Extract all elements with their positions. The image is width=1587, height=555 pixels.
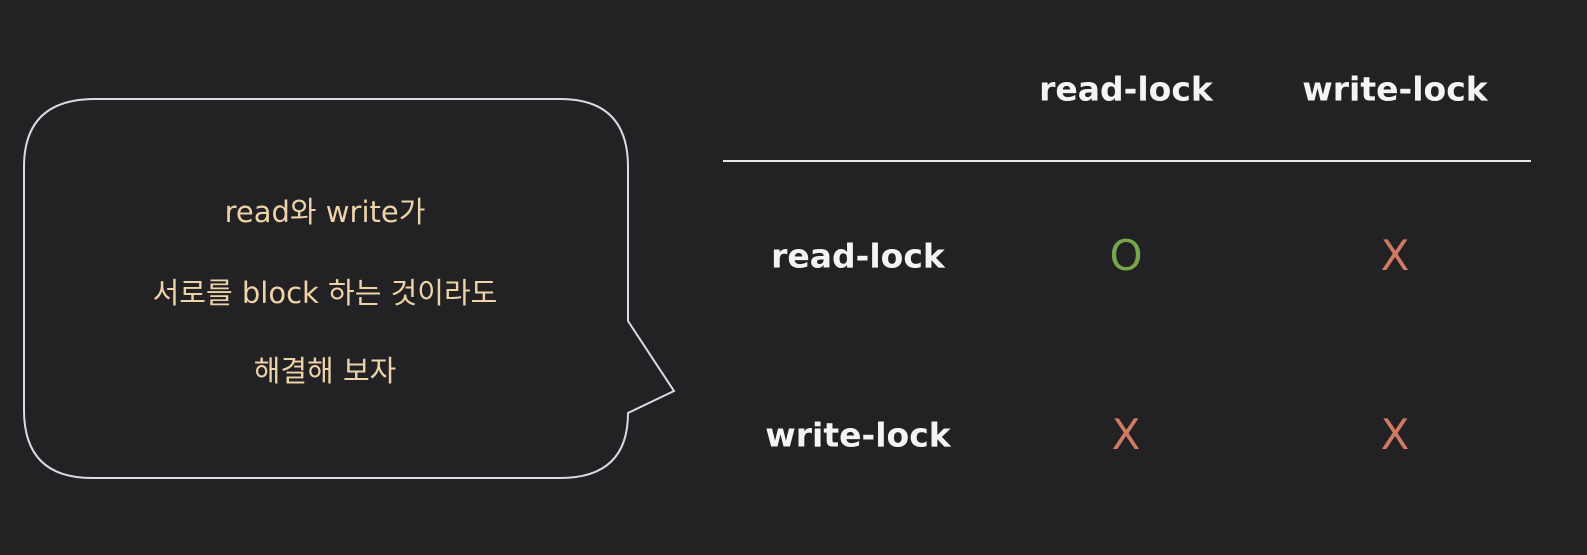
- speech-bubble-outline: [23, 98, 676, 479]
- row-header-write-lock: write-lock: [765, 415, 951, 455]
- matrix-cell-read-write-incompatible-mark: X: [1380, 231, 1410, 280]
- column-header-write-lock: write-lock: [1302, 69, 1488, 109]
- speech-bubble-line-1: read와 write가: [224, 195, 426, 229]
- matrix-cell-write-write-incompatible-mark: X: [1380, 410, 1410, 459]
- header-divider: [723, 160, 1531, 162]
- speech-bubble: read와 write가 서로를 block 하는 것이라도 해결해 보자: [0, 0, 700, 551]
- matrix-cell-write-read-incompatible-mark: X: [1111, 410, 1141, 459]
- speech-bubble-line-2: 서로를 block 하는 것이라도: [152, 276, 498, 310]
- matrix-cell-read-read-compatible-mark: O: [1109, 231, 1143, 280]
- row-header-read-lock: read-lock: [771, 236, 945, 276]
- column-header-read-lock: read-lock: [1039, 69, 1213, 109]
- speech-bubble-line-3: 해결해 보자: [253, 354, 397, 388]
